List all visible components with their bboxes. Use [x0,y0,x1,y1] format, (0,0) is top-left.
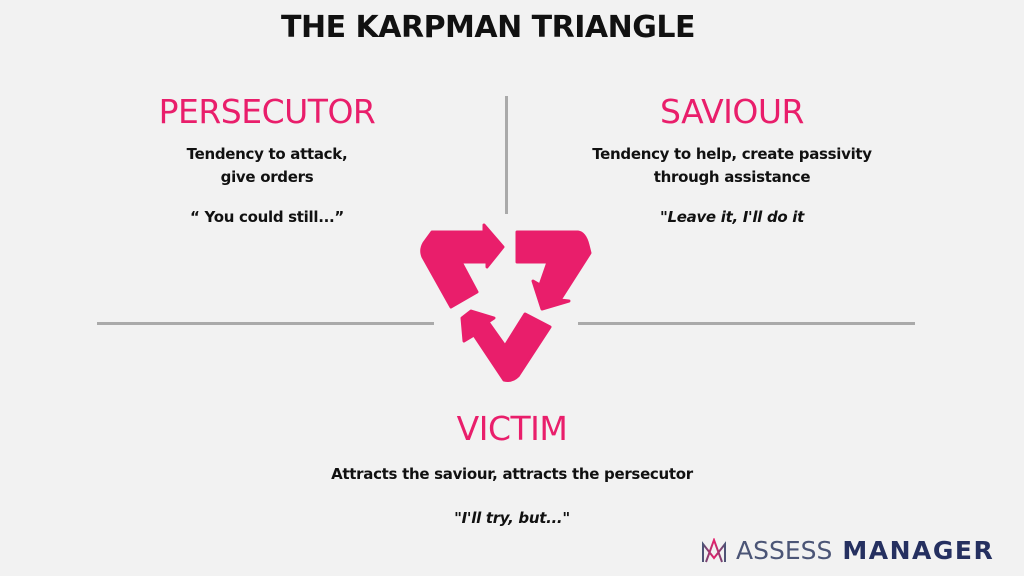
persecutor-heading: PERSECUTOR [158,92,376,131]
horizontal-divider-right [578,322,915,325]
horizontal-divider-left [97,322,434,325]
saviour-quote: "Leave it, I'll do it [659,208,805,226]
logo-word-assess: ASSESS [736,536,833,565]
saviour-description-line2: through assistance [653,168,811,186]
page-title: THE KARPMAN TRIANGLE [281,10,695,45]
persecutor-section: PERSECUTOR Tendency to attack, give orde… [117,92,417,226]
victim-quote: "I'll try, but..." [454,509,570,527]
persecutor-description-line2: give orders [220,168,314,186]
saviour-description: Tendency to help, create passivity throu… [582,143,882,189]
victim-heading: VICTIM [456,409,568,448]
saviour-description-line1: Tendency to help, create passivity [592,145,872,163]
vertical-divider [505,96,508,214]
arrow-victim-to-persecutor [460,309,552,382]
arrow-persecutor-to-saviour [420,223,505,309]
crown-m-logo-icon [702,537,726,562]
logo-word-manager: MANAGER [842,536,995,565]
saviour-heading: SAVIOUR [660,92,804,131]
persecutor-quote: “ You could still...” [190,208,344,226]
victim-section: VICTIM Attracts the saviour, attracts th… [262,409,762,527]
assess-manager-logo: ASSESS MANAGER [700,536,994,565]
persecutor-description: Tendency to attack, give orders [117,143,417,189]
saviour-section: SAVIOUR Tendency to help, create passivi… [582,92,882,226]
arrow-saviour-to-victim [515,230,592,311]
persecutor-description-line1: Tendency to attack, [186,145,348,163]
victim-description: Attracts the saviour, attracts the perse… [331,465,693,483]
